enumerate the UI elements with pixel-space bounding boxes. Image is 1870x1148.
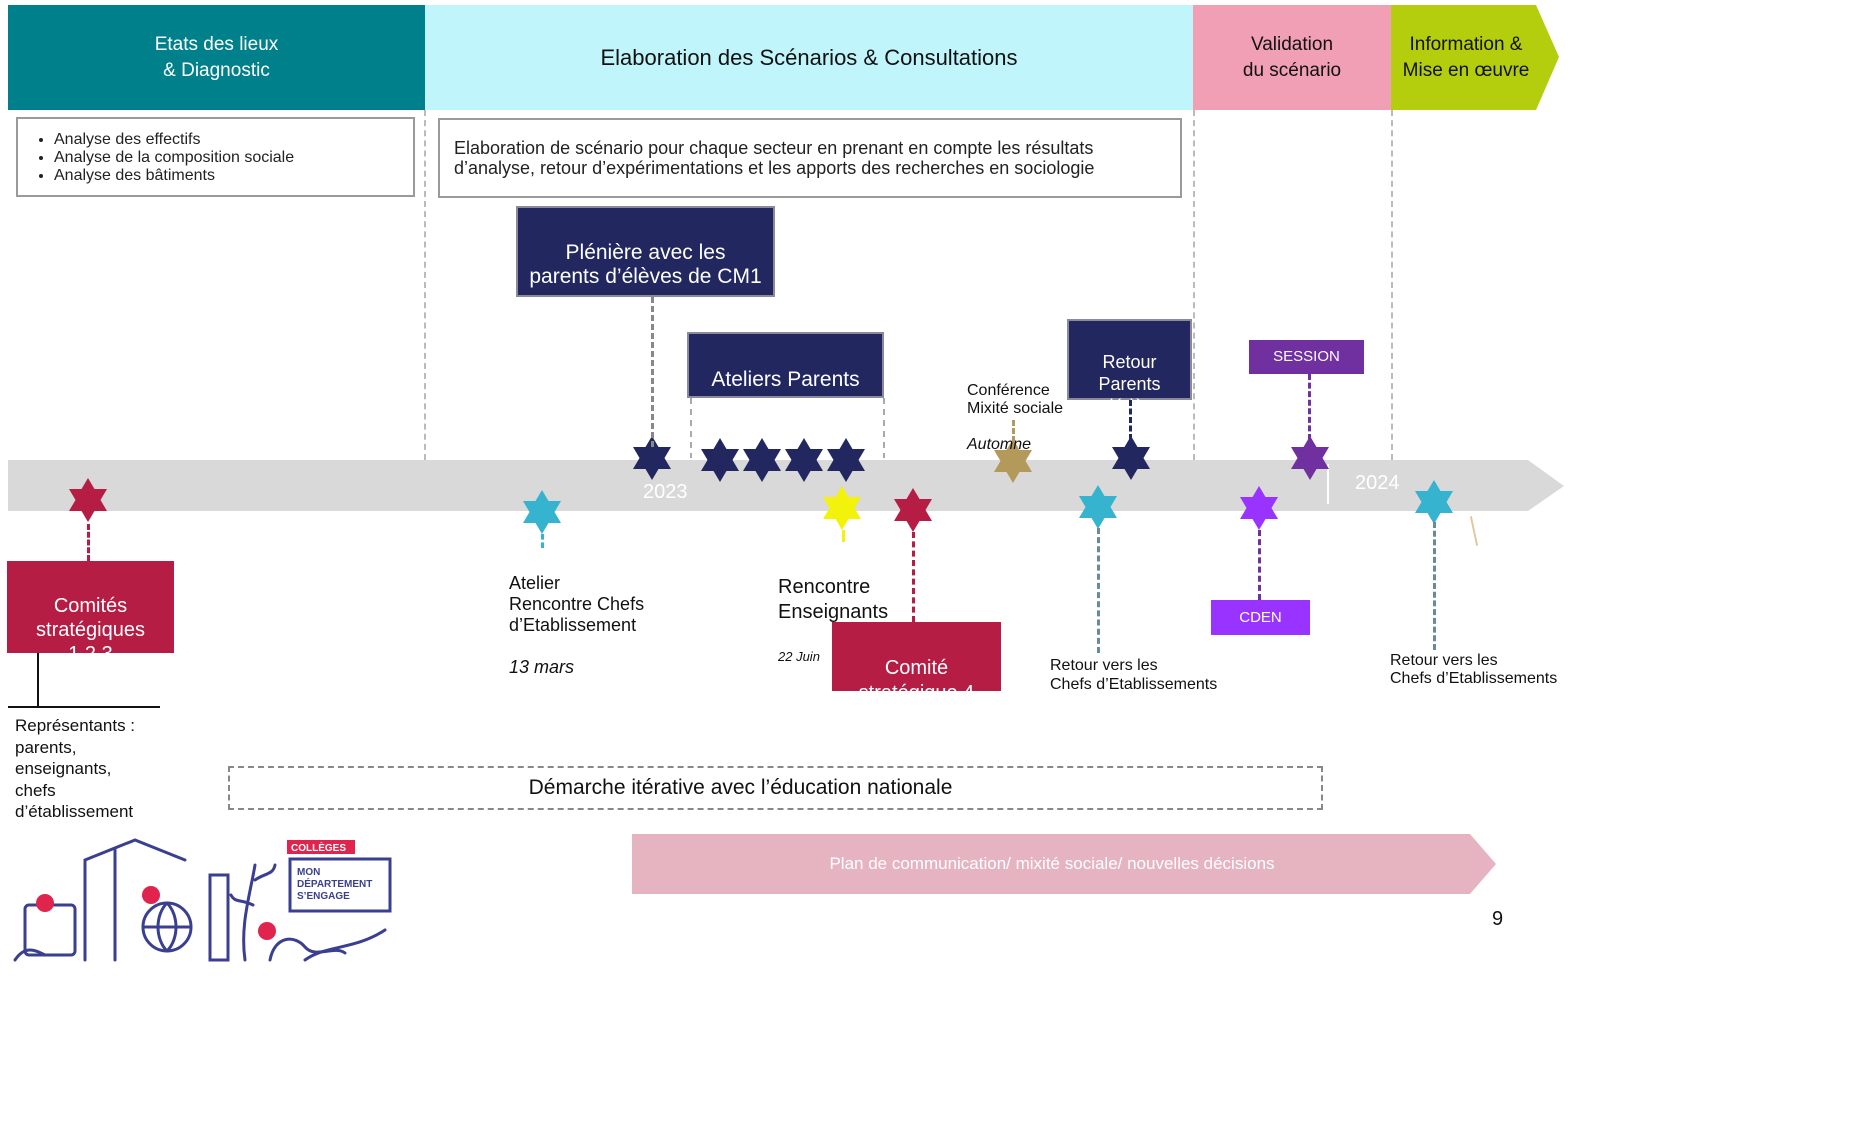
pleniere-connector	[651, 297, 654, 447]
pleniere-date: 5 Juin	[617, 313, 674, 336]
phase-validation: Validation du scénario	[1193, 5, 1391, 110]
phase-diagnostic-label: Etats des lieux & Diagnostic	[154, 33, 279, 81]
star-comites-icon	[69, 478, 107, 522]
atelier-chefs-date: 13 mars	[509, 657, 575, 677]
comite4-title: Comité stratégique 4	[858, 657, 975, 704]
logo-line2: DÉPARTEMENT	[297, 877, 372, 890]
comite4-connector	[912, 532, 915, 622]
ateliers-date: 12-15-19-20 Juin	[706, 418, 865, 441]
star-atelier-chefs-icon	[523, 490, 561, 534]
phase-elaboration-label: Elaboration des Scénarios & Consultation…	[600, 44, 1018, 70]
year-2024-label: 2024	[1355, 472, 1400, 494]
diagnostic-item: Analyse des bâtiments	[54, 167, 413, 185]
retour-chefs-2-label: Retour vers les Chefs d’Etablissements	[1390, 652, 1558, 687]
rencontre-connector	[842, 530, 845, 542]
comite4-box: Comité stratégique 4	[832, 622, 1001, 704]
atelier-chefs-label: Atelier Rencontre Chefs d’Etablissement …	[509, 552, 644, 699]
page-number: 9	[1492, 908, 1504, 930]
cden-box: CDEN	[1211, 600, 1310, 635]
comites-title: Comités stratégiques 1,2,3	[36, 595, 145, 665]
separator-line-1	[424, 110, 426, 460]
phase-elaboration: Elaboration des Scénarios & Consultation…	[425, 5, 1193, 110]
conference-connector	[1012, 420, 1015, 442]
rencontre-title: Rencontre Enseignants	[778, 576, 889, 623]
session-title: SESSION	[1273, 348, 1340, 365]
year-2023-label: 2023	[643, 481, 688, 503]
logo-dot-icon	[142, 886, 160, 904]
session-box: SESSION	[1249, 340, 1364, 374]
colleges-logo-illustration: COLLÈGES MON DÉPARTEMENT S’ENGAGE	[13, 838, 392, 962]
phase-validation-label: Validation du scénario	[1242, 33, 1342, 81]
cden-title: CDEN	[1239, 609, 1282, 626]
star-retour-chefs-icon	[1079, 485, 1117, 529]
rencontre-label: Rencontre Enseignants 22 Juin	[778, 550, 888, 689]
phase-information-arrow	[1391, 5, 1559, 110]
elaboration-box: Elaboration de scénario pour chaque sect…	[438, 118, 1182, 198]
phase-information-label: Information & Mise en œuvre	[1402, 33, 1530, 81]
session-connector	[1308, 374, 1311, 440]
retour-chefs-2-connector	[1433, 522, 1436, 650]
ateliers-title: Ateliers Parents	[711, 368, 860, 391]
representants-bracket	[8, 653, 160, 708]
elaboration-text: Elaboration de scénario pour chaque sect…	[454, 138, 1095, 178]
phase-information: Information & Mise en œuvre	[1391, 5, 1541, 110]
timeline-stars	[69, 436, 1453, 534]
ateliers-box: Ateliers Parents 12-15-19-20 Juin	[687, 332, 884, 441]
conference-title: Conférence Mixité sociale	[967, 382, 1064, 417]
logo-line1: MON	[297, 867, 320, 878]
logo-badge: COLLÈGES	[291, 841, 346, 854]
representants-label: Représentants : parents, enseignants, ch…	[15, 716, 136, 821]
demarche-box: Démarche itérative avec l’éducation nati…	[228, 766, 1323, 810]
conference-date: Automne	[967, 436, 1032, 453]
pleniere-title: Plénière avec les parents d’élèves de CM…	[529, 241, 762, 288]
star-retour-parents-icon	[1112, 436, 1150, 480]
diagnostic-item: Analyse des effectifs	[54, 131, 413, 149]
separator-line-3	[1391, 110, 1393, 460]
logo-line3: S’ENGAGE	[297, 891, 350, 902]
retour-parents-box: Retour Parents plérière	[1067, 319, 1192, 416]
cden-connector	[1258, 530, 1261, 600]
star-session-icon	[1291, 436, 1329, 480]
logo-dot-icon	[36, 894, 54, 912]
plan-communication-text: Plan de communication/ mixité sociale/ n…	[829, 854, 1275, 873]
retour-chefs-1-label: Retour vers les Chefs d’Etablissements	[1050, 657, 1218, 693]
phase-diagnostic: Etats des lieux & Diagnostic	[8, 5, 425, 110]
conference-label: Conférence Mixité sociale Automne	[967, 364, 1063, 472]
plan-communication-arrow	[632, 834, 1496, 894]
separator-line-2	[1193, 110, 1195, 460]
retour-parents-connector	[1129, 400, 1132, 440]
diagnostic-list: Analyse des effectifs Analyse de la comp…	[18, 131, 413, 185]
star-rencontre-icon	[823, 486, 861, 530]
ateliers-bracket	[690, 398, 885, 458]
diagnostic-item: Analyse de la composition sociale	[54, 149, 413, 167]
rencontre-date: 22 Juin	[778, 649, 820, 664]
timeline-arrow	[8, 460, 1564, 511]
demarche-text: Démarche itérative avec l’éducation nati…	[528, 776, 953, 799]
star-retour-chefs-2-icon	[1415, 480, 1453, 524]
retour-chefs-1-connector	[1097, 528, 1100, 653]
star-cden-icon	[1240, 486, 1278, 530]
logo-dot-icon	[258, 922, 276, 940]
atelier-chefs-title: Atelier Rencontre Chefs d’Etablissement	[509, 573, 645, 635]
retour-parents-title: Retour Parents plérière	[1098, 352, 1161, 416]
pleniere-box: Plénière avec les parents d’élèves de CM…	[516, 206, 775, 336]
comites-connector	[87, 524, 90, 561]
star-comite4-icon	[894, 488, 932, 532]
comites-box: Comités stratégiques 1,2,3	[7, 561, 174, 665]
atelier-chefs-connector	[541, 534, 544, 548]
diagnostic-box: Analyse des effectifs Analyse de la comp…	[16, 117, 415, 197]
